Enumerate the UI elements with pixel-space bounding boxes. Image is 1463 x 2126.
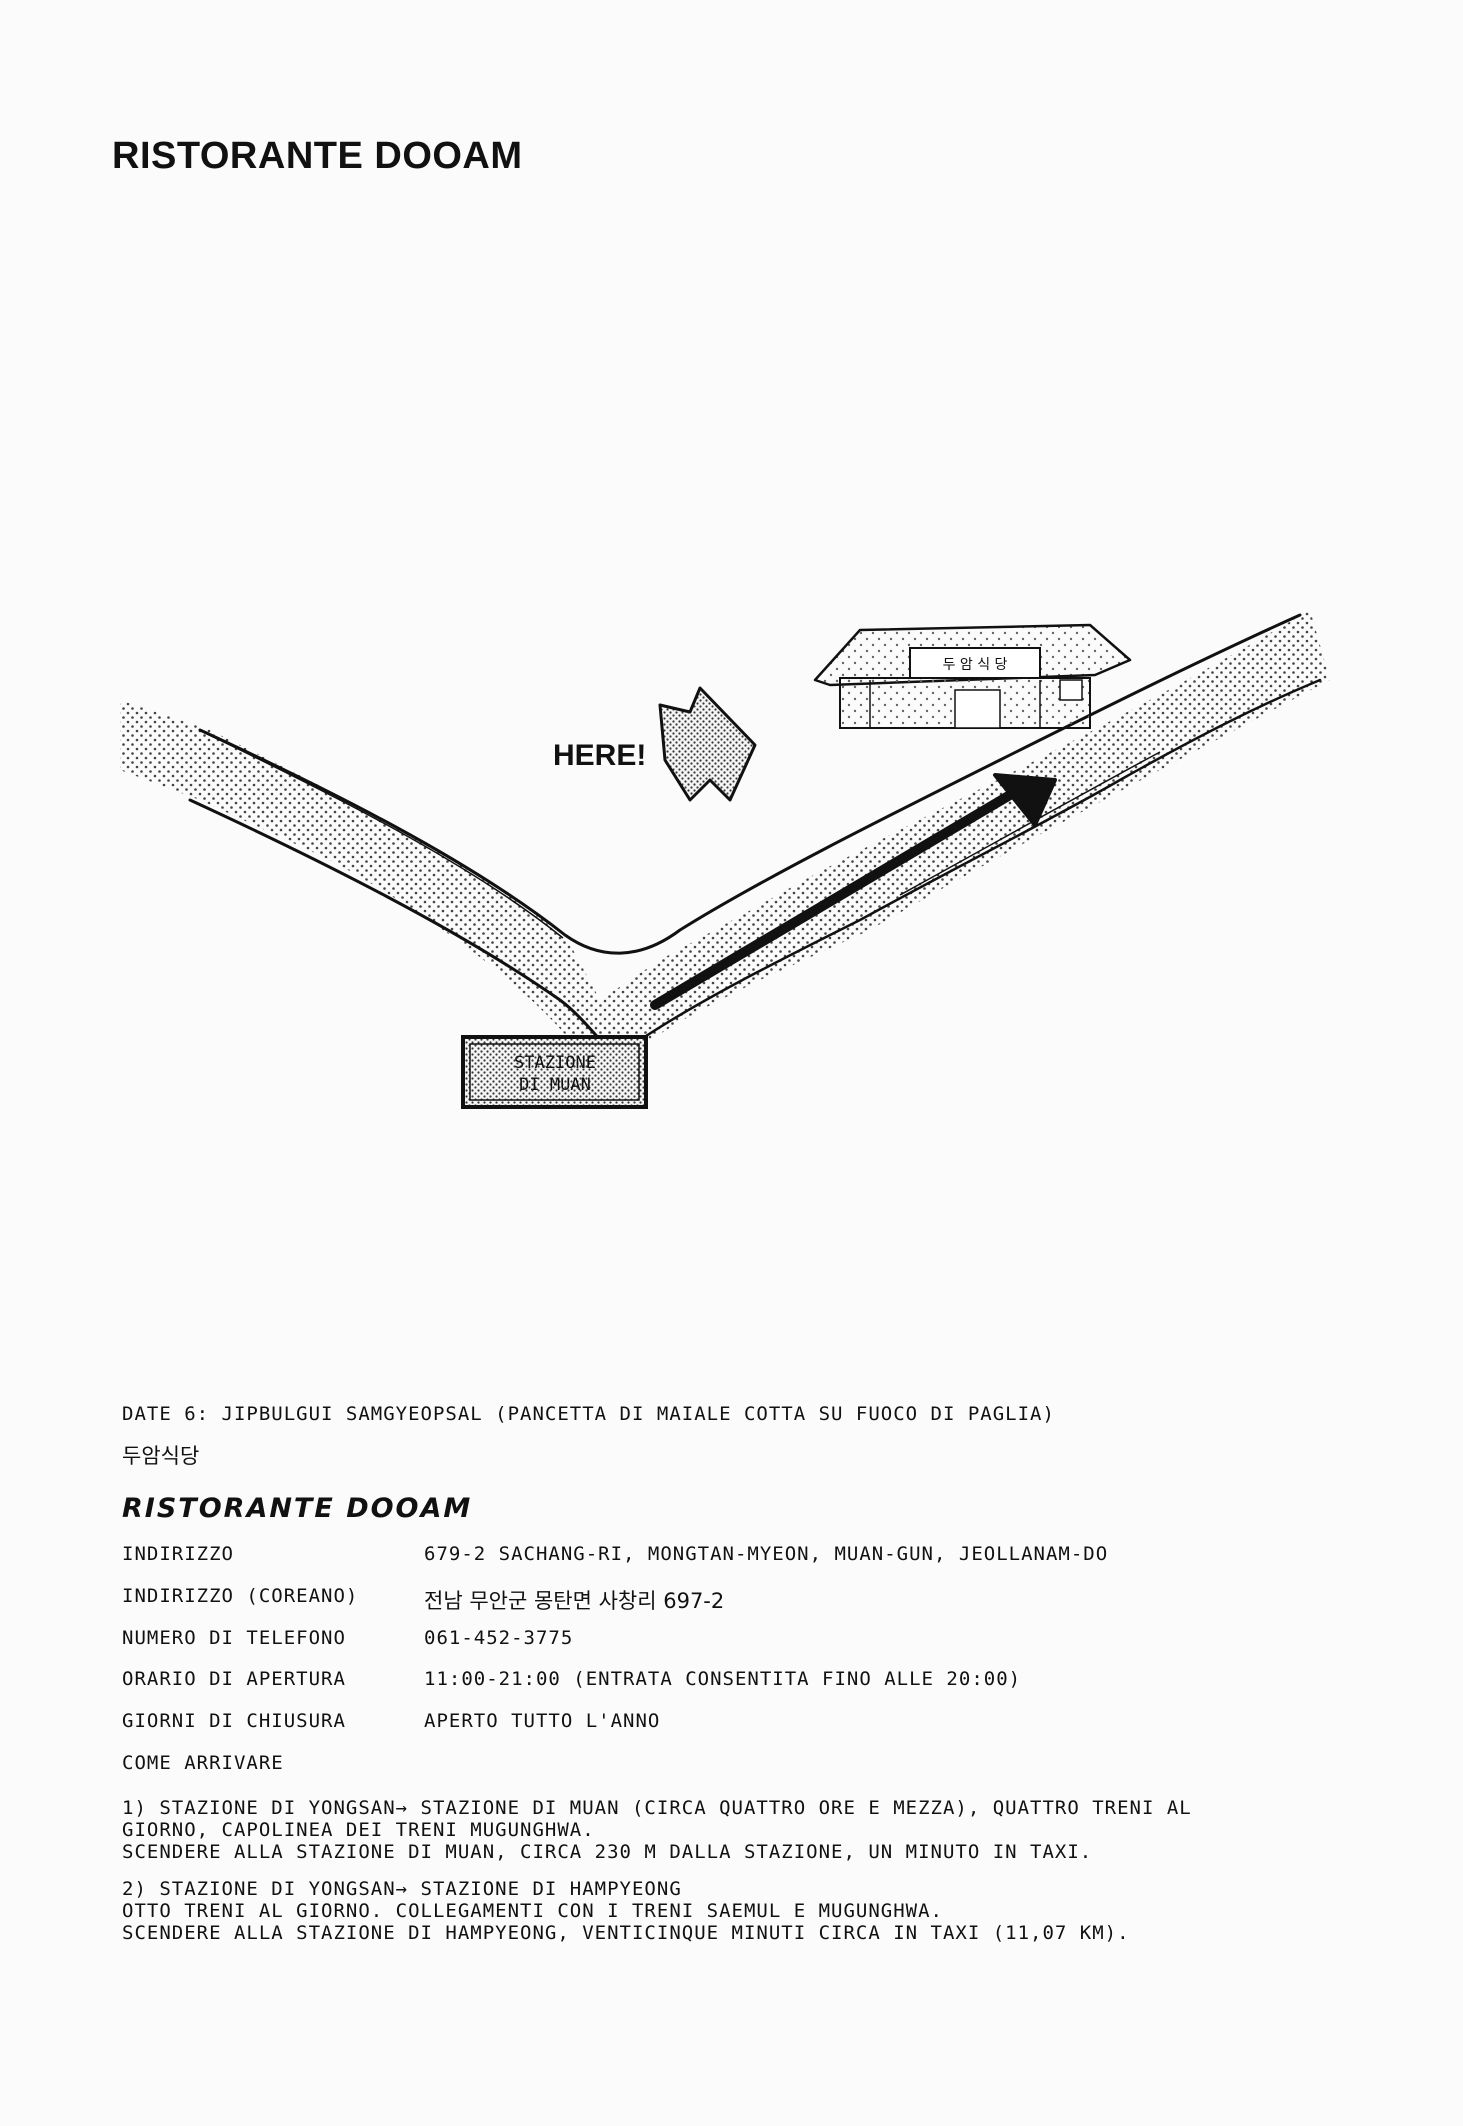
route-2-line: 2) STAZIONE DI YONGSAN→ STAZIONE DI HAMP… <box>122 1878 682 1900</box>
row-label: INDIRIZZO <box>122 1543 234 1565</box>
row-label: GIORNI DI CHIUSURA <box>122 1710 346 1732</box>
route-2-line: SCENDERE ALLA STAZIONE DI HAMPYEONG, VEN… <box>122 1922 1130 1944</box>
row-value: 11:00-21:00 (ENTRATA CONSENTITA FINO ALL… <box>424 1668 1022 1690</box>
page-title: RISTORANTE DOOAM <box>112 135 523 177</box>
road <box>120 610 1330 1070</box>
route-1-line: GIORNO, CAPOLINEA DEI TRENI MUGUNGHWA. <box>122 1819 595 1841</box>
here-arrow-icon <box>658 686 757 802</box>
date-line: DATE 6: JIPBULGUI SAMGYEOPSAL (PANCETTA … <box>122 1403 1055 1425</box>
korean-name: 두암식당 <box>122 1444 200 1468</box>
station-sign: STAZIONE DI MUAN <box>461 1035 648 1109</box>
route-1-line: 1) STAZIONE DI YONGSAN→ STAZIONE DI MUAN… <box>122 1797 1192 1819</box>
station-label-line1: STAZIONE <box>514 1053 596 1073</box>
info-row-korean-address: INDIRIZZO (COREANO) 전남 무안군 몽탄면 사창리 697-2 <box>122 1585 1372 1615</box>
info-row-closing-days: GIORNI DI CHIUSURA APERTO TUTTO L'ANNO <box>122 1710 1372 1740</box>
route-arrow <box>650 773 1057 1010</box>
row-label: NUMERO DI TELEFONO <box>122 1627 346 1649</box>
route-2: 2) STAZIONE DI YONGSAN→ STAZIONE DI HAMP… <box>122 1878 1352 1944</box>
how-to-get-label: COME ARRIVARE <box>122 1752 284 1774</box>
station-label-line2: DI MUAN <box>519 1075 591 1095</box>
row-label: ORARIO DI APERTURA <box>122 1668 346 1690</box>
row-value: 679-2 SACHANG-RI, MONGTAN-MYEON, MUAN-GU… <box>424 1543 1109 1565</box>
here-label: HERE! <box>553 739 646 772</box>
route-1-line: SCENDERE ALLA STAZIONE DI MUAN, CIRCA 23… <box>122 1841 1093 1863</box>
info-row-address: INDIRIZZO 679-2 SACHANG-RI, MONGTAN-MYEO… <box>122 1543 1372 1573</box>
route-map: HERE! 두 암 식 당 STAZIONE DI MUAN <box>120 610 1330 1109</box>
row-value: 전남 무안군 몽탄면 사창리 697-2 <box>424 1589 725 1613</box>
restaurant-building-icon: 두 암 식 당 <box>813 623 1132 729</box>
info-row-opening-hours: ORARIO DI APERTURA 11:00-21:00 (ENTRATA … <box>122 1668 1372 1698</box>
row-label: INDIRIZZO (COREANO) <box>122 1585 359 1607</box>
route-2-line: OTTO TRENI AL GIORNO. COLLEGAMENTI CON I… <box>122 1900 943 1922</box>
route-1: 1) STAZIONE DI YONGSAN→ STAZIONE DI MUAN… <box>122 1797 1352 1863</box>
restaurant-title: RISTORANTE DOOAM <box>122 1493 473 1524</box>
row-value: 061-452-3775 <box>424 1627 574 1649</box>
info-row-phone: NUMERO DI TELEFONO 061-452-3775 <box>122 1627 1372 1657</box>
row-value: APERTO TUTTO L'ANNO <box>424 1710 661 1732</box>
restaurant-sign: 두 암 식 당 <box>943 657 1008 673</box>
